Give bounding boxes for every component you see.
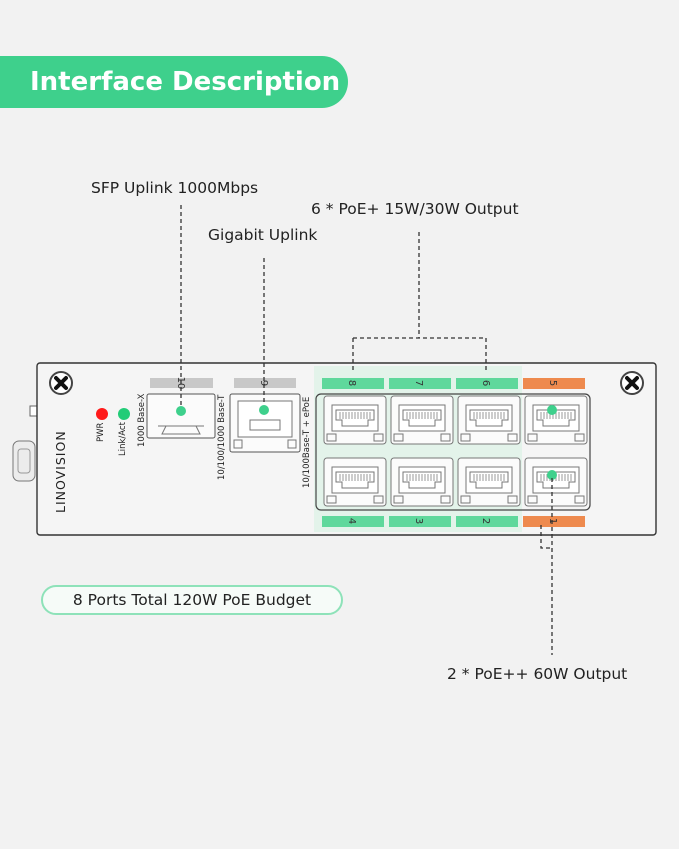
port-4-tab	[322, 516, 384, 527]
screw-left	[48, 370, 74, 396]
port-1-number: 1	[547, 518, 558, 524]
port-7-number: 7	[413, 380, 424, 386]
link-act-label: Link/Act	[118, 422, 128, 456]
screw-right	[619, 370, 645, 396]
port-7-tab	[389, 378, 451, 389]
port-5-led	[547, 405, 557, 415]
poe-plus-callout-line	[352, 232, 487, 372]
port-9-number: 9	[258, 380, 269, 386]
port-7[interactable]	[390, 395, 454, 445]
section-banner: Interface Description	[0, 56, 348, 108]
port-1-led	[547, 470, 557, 480]
brand-logo: LINOVISION	[53, 430, 68, 513]
power-jack	[12, 440, 36, 482]
port-3-tab	[389, 516, 451, 527]
port-6[interactable]	[457, 395, 521, 445]
port-1[interactable]	[524, 457, 588, 507]
port-4[interactable]	[323, 457, 387, 507]
poe-budget-badge: 8 Ports Total 120W PoE Budget	[41, 585, 343, 615]
poe-plusplus-callout-line	[540, 478, 553, 655]
link-led	[118, 408, 130, 420]
sfp-type-label: 1000 Base-X	[137, 393, 147, 448]
gigabit-port-led	[259, 405, 269, 415]
port-8-tab	[322, 378, 384, 389]
port-2-tab	[456, 516, 518, 527]
port-4-number: 4	[346, 518, 357, 524]
port-6-number: 6	[480, 380, 491, 386]
port-8-number: 8	[346, 380, 357, 386]
port-10-number: 10	[175, 377, 186, 390]
port-3[interactable]	[390, 457, 454, 507]
port-5[interactable]	[524, 395, 588, 445]
rj45-uplink-type-label: 10/100/1000 Base-T	[217, 394, 227, 480]
port-9-tab	[234, 378, 296, 388]
port-2-number: 2	[480, 518, 491, 524]
port-3-number: 3	[413, 518, 424, 524]
port-5-tab	[523, 378, 585, 389]
poe-plus-zone	[314, 366, 522, 532]
poe-budget-text: 8 Ports Total 120W PoE Budget	[72, 591, 312, 609]
banner-title: Interface Description	[30, 67, 341, 97]
pwr-led	[96, 408, 108, 420]
port-6-tab	[456, 378, 518, 389]
gigabit-uplink-label: Gigabit Uplink	[208, 226, 318, 244]
poe-plusplus-label: 2 * PoE++ 60W Output	[447, 665, 628, 683]
port-8[interactable]	[323, 395, 387, 445]
poe-plus-label: 6 * PoE+ 15W/30W Output	[311, 200, 519, 218]
sfp-port-led	[176, 406, 186, 416]
port-1-tab	[523, 516, 585, 527]
pwr-label: PWR	[96, 422, 106, 442]
sfp-uplink-label: SFP Uplink 1000Mbps	[91, 179, 259, 197]
port-2[interactable]	[457, 457, 521, 507]
port-5-number: 5	[547, 380, 558, 386]
poe-ports-type-label: 10/100Base-T + ePoE	[302, 396, 312, 488]
poe-port-frame	[315, 393, 591, 511]
